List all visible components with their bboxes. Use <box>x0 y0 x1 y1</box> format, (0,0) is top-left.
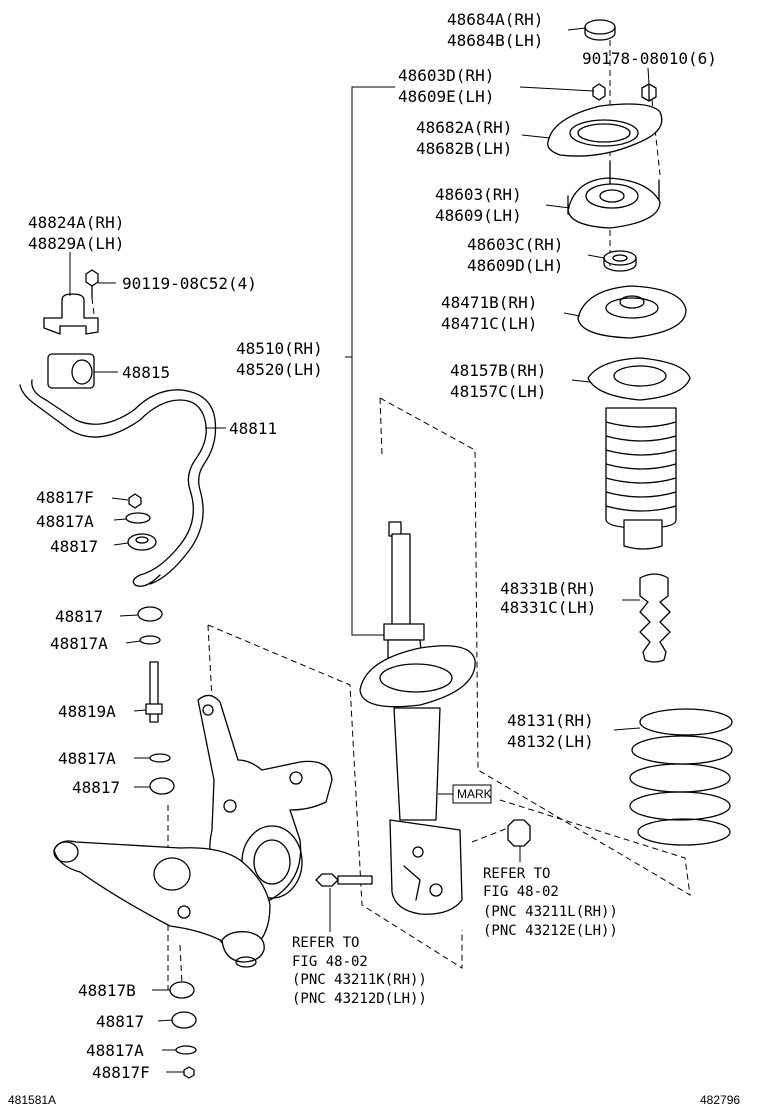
label-48603c: 48603C(RH) <box>467 235 563 254</box>
label-48471b: 48471B(RH) <box>441 293 537 312</box>
knuckle-dashed-outline <box>207 624 463 969</box>
label-48815: 48815 <box>122 363 170 382</box>
coil-spring-48131 <box>629 708 733 846</box>
label-48603d: 48603D(RH) <box>398 66 494 85</box>
label-48609d: 48609D(LH) <box>467 256 563 275</box>
label-48603: 48603(RH) <box>435 185 522 204</box>
label-48817f-top: 48817F <box>36 488 94 507</box>
link-48819a <box>145 661 163 723</box>
knuckle-dashed-edge <box>207 624 213 701</box>
label-48510: 48510(RH) <box>236 339 323 358</box>
label-48829a: 48829A(LH) <box>28 234 124 253</box>
label-90119: 90119-08C52(4) <box>122 274 257 293</box>
washer-48603c <box>603 250 637 272</box>
label-48609e: 48609E(LH) <box>398 87 494 106</box>
retainer-48817a-mid <box>139 635 161 645</box>
refer-right-line4: (PNC 43212E(LH)) <box>483 923 618 939</box>
label-48817-top: 48817 <box>50 537 98 556</box>
strut-nut <box>507 819 531 847</box>
label-48157c: 48157C(LH) <box>450 382 546 401</box>
retainer-48817a-top <box>125 512 151 524</box>
footer-right-code: 482796 <box>700 1093 740 1107</box>
label-48817a-mid: 48817A <box>50 634 108 653</box>
label-48471c: 48471C(LH) <box>441 314 537 333</box>
bolt-dashed-axis <box>91 297 97 331</box>
nut-90178 <box>641 83 657 102</box>
strut-assembly-dashed-outline <box>379 397 691 896</box>
support-48603 <box>567 161 661 229</box>
boot-48157 <box>587 357 691 550</box>
nut-48817f-top <box>128 493 142 509</box>
refer-left-line1: REFER TO <box>292 935 359 951</box>
dust-cap-48684 <box>584 19 616 41</box>
nut-48817f-bot <box>183 1066 195 1079</box>
refer-right-line2: FIG 48-02 <box>483 884 559 900</box>
refer-left-line2: FIG 48-02 <box>292 954 368 970</box>
mark-label: MARK <box>457 787 492 801</box>
refer-left-line3: (PNC 43211K(RH)) <box>292 972 427 988</box>
footer-left-code: 481581A <box>8 1093 56 1107</box>
refer-right-line1: REFER TO <box>483 866 550 882</box>
stabilizer-bracket-48824 <box>43 293 99 335</box>
label-48824a: 48824A(RH) <box>28 213 124 232</box>
label-48157b: 48157B(RH) <box>450 361 546 380</box>
label-48609: 48609(LH) <box>435 206 522 225</box>
label-48819a: 48819A <box>58 702 116 721</box>
label-48817f-bot: 48817F <box>92 1063 150 1082</box>
label-48131: 48131(RH) <box>507 711 594 730</box>
strut-dashed-edge <box>379 397 383 456</box>
label-48817-low: 48817 <box>72 778 120 797</box>
retainer-48817a-bot <box>175 1045 197 1055</box>
bolt-90119 <box>85 269 99 299</box>
refer-right-line3: (PNC 43211L(RH)) <box>483 904 618 920</box>
label-48817-mid: 48817 <box>55 607 103 626</box>
label-48682a: 48682A(RH) <box>416 118 512 137</box>
nut-48603d <box>592 83 606 101</box>
label-48520: 48520(LH) <box>236 360 323 379</box>
plate-48682 <box>547 103 663 157</box>
cushion-48817-bot <box>171 1011 197 1029</box>
label-48817a-low: 48817A <box>58 749 116 768</box>
label-48817-bot: 48817 <box>96 1012 144 1031</box>
leader-lines <box>69 27 650 1073</box>
insulator-48471 <box>577 285 687 339</box>
label-48684b: 48684B(LH) <box>447 31 543 50</box>
nut-right-dashed <box>471 827 509 843</box>
label-48684a: 48684A(RH) <box>447 10 543 29</box>
label-48331b: 48331B(RH) <box>500 579 596 598</box>
strut-bolt <box>315 873 373 887</box>
cushion-48817-mid <box>137 606 163 622</box>
label-48817a-bot: 48817A <box>86 1041 144 1060</box>
bumper-48331 <box>639 573 671 663</box>
stabilizer-bar-48811 <box>19 384 207 587</box>
bushing-48815 <box>47 353 95 389</box>
label-90178: 90178-08010(6) <box>582 49 717 68</box>
cushion-48817-top <box>127 533 157 551</box>
label-48811: 48811 <box>229 419 277 438</box>
lower-dashed-axis <box>179 944 183 986</box>
cushion-48817b <box>169 981 195 999</box>
label-48817a-top: 48817A <box>36 512 94 531</box>
lower-control-arm <box>53 840 271 968</box>
cushion-48817-low <box>149 777 175 795</box>
label-48682b: 48682B(LH) <box>416 139 512 158</box>
label-48331c: 48331C(LH) <box>500 598 596 617</box>
bracket-48510 <box>351 86 395 636</box>
refer-left-line4: (PNC 43212D(LH)) <box>292 991 427 1007</box>
label-48817b: 48817B <box>78 981 136 1000</box>
strut-shock-absorber <box>359 521 476 915</box>
label-48132: 48132(LH) <box>507 732 594 751</box>
retainer-48817a-low <box>149 753 171 763</box>
